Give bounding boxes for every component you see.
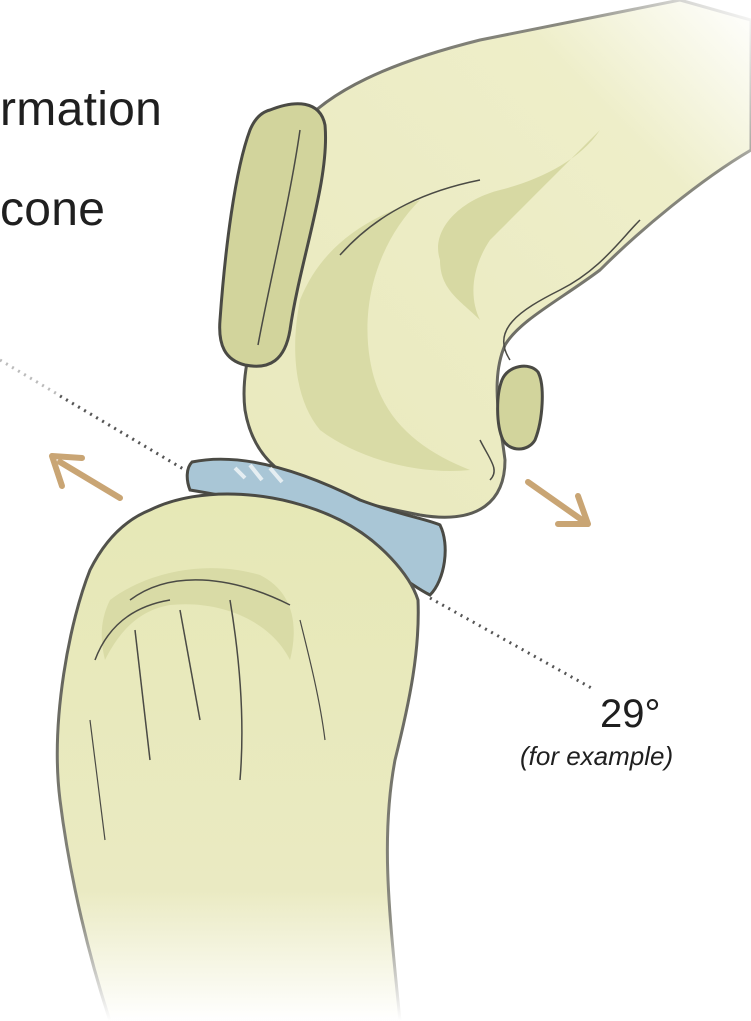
sesamoid-bone [498,366,543,449]
title-line-2: cone [0,182,105,237]
title-line-1: rmation [0,82,162,137]
left-arrow-icon [52,456,120,498]
angle-note: (for example) [520,741,673,772]
upper-bone [244,0,751,517]
angle-value: 29° [600,692,661,737]
lower-bone [57,494,418,1021]
right-arrow-icon [528,482,588,524]
